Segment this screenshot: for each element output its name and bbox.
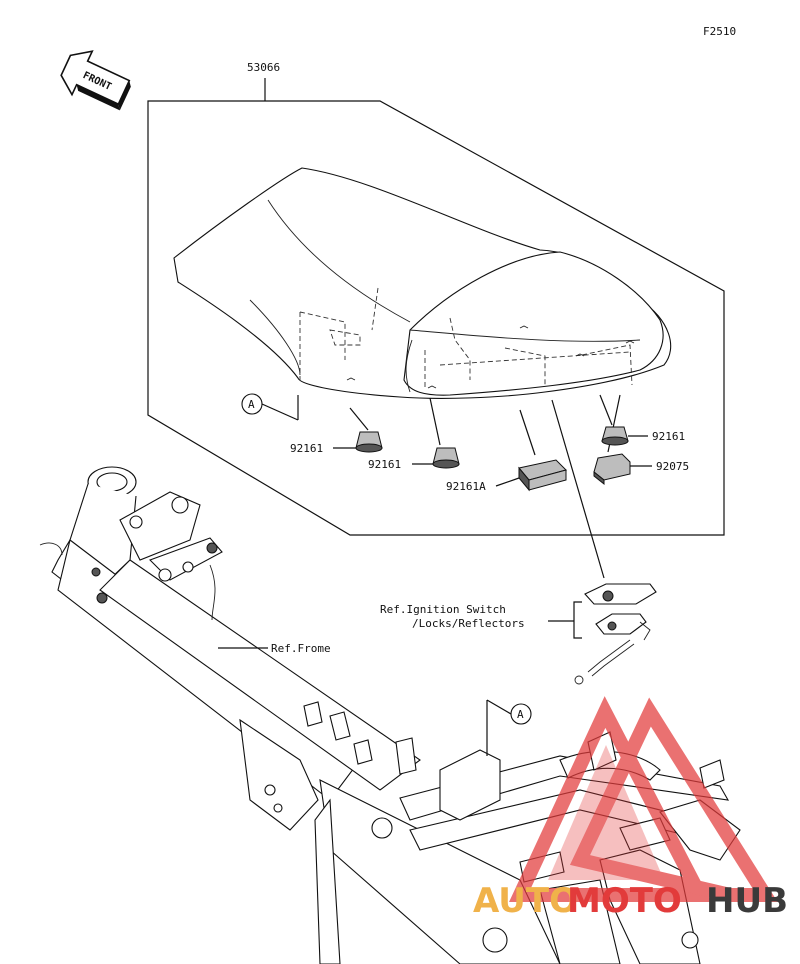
part-label-cushion-right: 92161 bbox=[652, 430, 685, 443]
callout-a-upper: A bbox=[241, 393, 299, 421]
part-label-pad: 92161A bbox=[446, 480, 486, 493]
seat-lock-assembly bbox=[574, 583, 657, 685]
watermark-wordmark: AUTO MOTO HUB bbox=[473, 881, 788, 921]
front-arrow-icon: FRONT bbox=[60, 50, 131, 111]
frame bbox=[39, 466, 741, 964]
ref-ignition-line1: Ref.Ignition Switch bbox=[380, 603, 506, 616]
ref-frame-label: Ref.Frome bbox=[271, 642, 331, 655]
part-label-stopper: 92075 bbox=[656, 460, 689, 473]
callout-a-lower: A bbox=[486, 699, 532, 756]
part-label-cushion-left2: 92161 bbox=[368, 458, 401, 471]
cushion-92161-left1 bbox=[333, 431, 383, 453]
ref-ignition-line2: /Locks/Reflectors bbox=[412, 617, 525, 630]
assembly-boundary bbox=[147, 100, 725, 536]
pad-92161a bbox=[495, 459, 567, 492]
cushion-92161-left2 bbox=[412, 447, 460, 469]
watermark-logo bbox=[509, 696, 778, 902]
callout-a-upper-letter: A bbox=[248, 398, 255, 411]
seat-53066 bbox=[173, 167, 672, 399]
figure-code: F2510 bbox=[703, 25, 736, 38]
watermark-auto: AUTO bbox=[473, 881, 578, 921]
watermark-hub: HUB bbox=[706, 881, 788, 921]
watermark-moto: MOTO bbox=[567, 881, 682, 921]
callout-a-lower-letter: A bbox=[517, 708, 524, 721]
stopper-92075 bbox=[593, 453, 652, 486]
part-label-cushion-left1: 92161 bbox=[290, 442, 323, 455]
cushion-92161-right bbox=[601, 426, 648, 446]
part-label-seat: 53066 bbox=[247, 61, 280, 74]
